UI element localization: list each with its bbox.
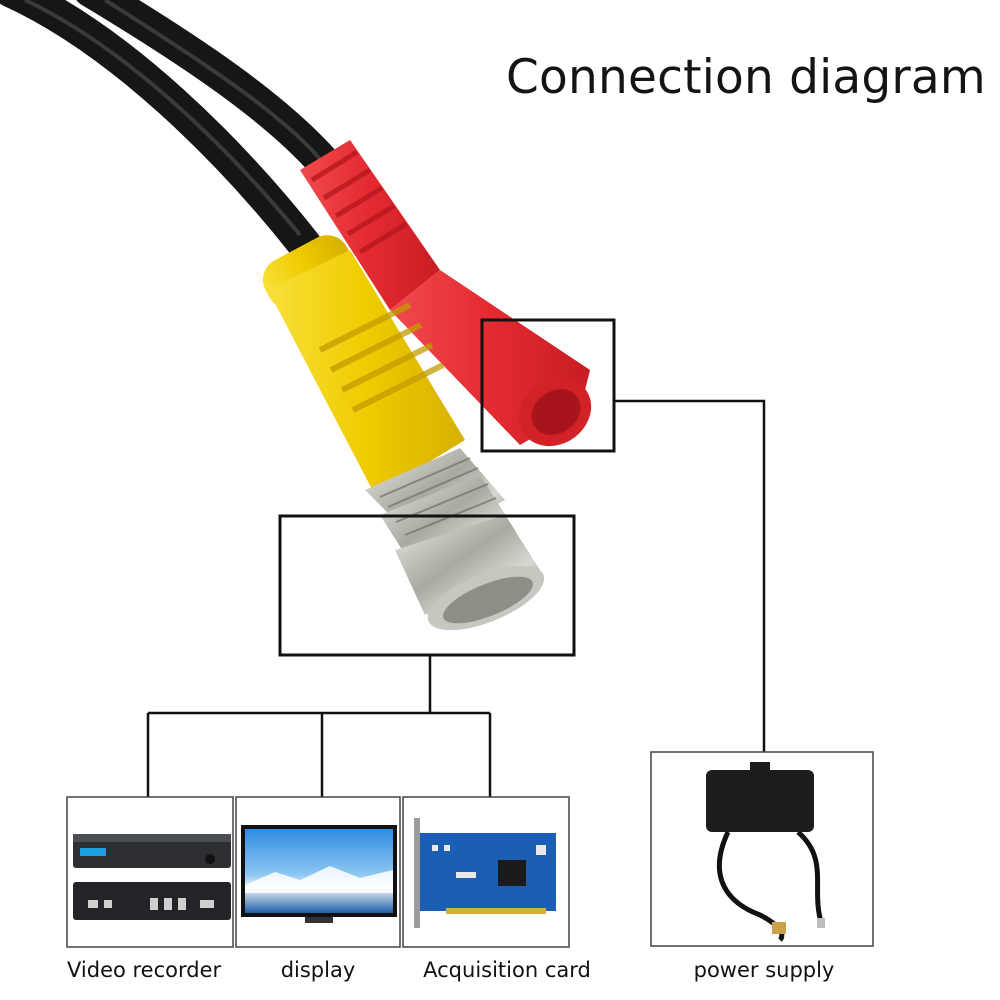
- av-cable: [0, 0, 347, 262]
- power-supply-label: power supply: [693, 958, 835, 982]
- diagram-title: Connection diagram: [506, 50, 986, 105]
- power-supply-icon: [706, 762, 825, 942]
- video-recorder-icon: [73, 834, 231, 920]
- red-power-connector: [300, 140, 592, 447]
- display-label: display: [280, 958, 356, 982]
- bnc-plug: [365, 448, 545, 631]
- video-port-highlight-box: [278, 514, 576, 657]
- display-icon: [241, 825, 397, 923]
- acquisition-card-label: Acquisition card: [423, 958, 591, 982]
- connection-lines: [146, 399, 766, 797]
- acquisition-card-icon: [414, 818, 556, 928]
- video-recorder-frame: [66, 796, 234, 948]
- yellow-video-connector: [262, 235, 465, 495]
- power-port-highlight-box: [480, 318, 616, 453]
- video-recorder-label: Video recorder: [67, 958, 222, 982]
